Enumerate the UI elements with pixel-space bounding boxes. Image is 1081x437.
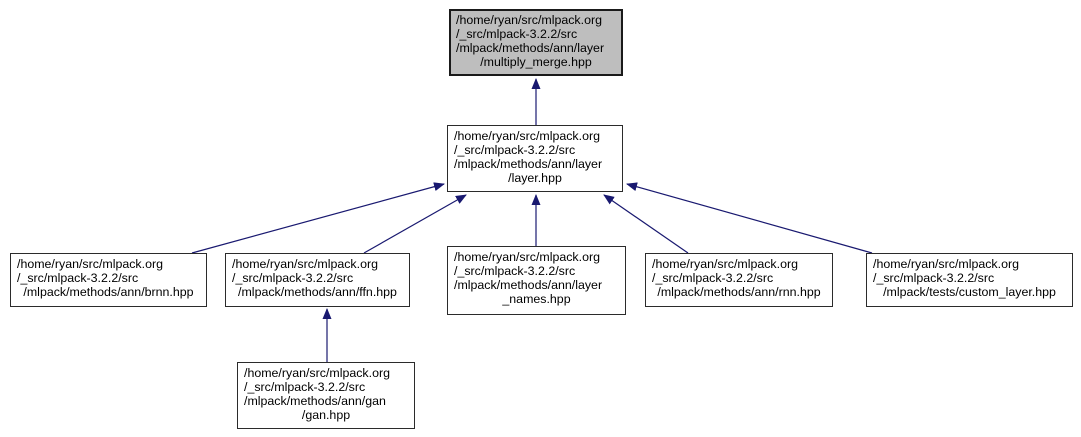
graph-node-gan-hpp[interactable]: /home/ryan/src/mlpack.org /_src/mlpack-3… — [237, 362, 415, 429]
node-path-line: /_src/mlpack-3.2.2/src — [454, 142, 576, 157]
node-path-line: /multiply_merge.hpp — [480, 54, 592, 69]
node-path-line: /layer.hpp — [508, 170, 562, 185]
edge-brnn-to-layer — [191, 182, 445, 254]
node-path-line: /mlpack/tests/custom_layer.hpp — [883, 284, 1056, 299]
node-path-line: /home/ryan/src/mlpack.org — [873, 257, 1019, 271]
graph-node-ffn-hpp[interactable]: /home/ryan/src/mlpack.org /_src/mlpack-3… — [225, 253, 410, 307]
edge-rnn-to-layer — [603, 194, 689, 254]
node-path-line: /gan.hpp — [301, 407, 351, 422]
node-path-line: /home/ryan/src/mlpack.org — [456, 13, 602, 27]
node-path-line: /_src/mlpack-3.2.2/src — [456, 26, 578, 41]
node-path-line: /mlpack/methods/ann/gan — [244, 393, 386, 408]
edge-custom-layer-to-layer — [626, 182, 873, 254]
node-path-line: /_src/mlpack-3.2.2/src — [873, 270, 995, 285]
graph-node-brnn-hpp[interactable]: /home/ryan/src/mlpack.org /_src/mlpack-3… — [10, 253, 207, 307]
node-path-line: _names.hpp — [502, 291, 571, 306]
node-path-line: /home/ryan/src/mlpack.org — [244, 366, 390, 380]
node-path-line: /_src/mlpack-3.2.2/src — [244, 379, 366, 394]
graph-node-layer-hpp[interactable]: /home/ryan/src/mlpack.org /_src/mlpack-3… — [447, 125, 623, 192]
node-path-line: /_src/mlpack-3.2.2/src — [17, 270, 139, 285]
node-path-line: /_src/mlpack-3.2.2/src — [652, 270, 774, 285]
node-path-line: /home/ryan/src/mlpack.org — [652, 257, 798, 271]
graph-node-multiply-merge-hpp: /home/ryan/src/mlpack.org /_src/mlpack-3… — [449, 9, 623, 76]
graph-node-custom-layer-hpp[interactable]: /home/ryan/src/mlpack.org /_src/mlpack-3… — [866, 253, 1073, 307]
node-path-line: /mlpack/methods/ann/layer — [454, 277, 603, 292]
node-path-line: /home/ryan/src/mlpack.org — [454, 129, 600, 143]
node-path-line: /_src/mlpack-3.2.2/src — [454, 263, 576, 278]
node-path-line: /home/ryan/src/mlpack.org — [17, 257, 163, 271]
node-path-line: /home/ryan/src/mlpack.org — [454, 250, 600, 264]
node-path-line: /mlpack/methods/ann/layer — [456, 40, 605, 55]
node-path-line: /mlpack/methods/ann/rnn.hpp — [657, 284, 821, 299]
graph-node-rnn-hpp[interactable]: /home/ryan/src/mlpack.org /_src/mlpack-3… — [645, 253, 833, 307]
node-path-line: /mlpack/methods/ann/ffn.hpp — [238, 284, 397, 299]
graph-node-layer-names-hpp[interactable]: /home/ryan/src/mlpack.org /_src/mlpack-3… — [447, 246, 626, 315]
node-path-line: /_src/mlpack-3.2.2/src — [232, 270, 354, 285]
edge-ffn-to-layer — [363, 194, 467, 254]
node-path-line: /home/ryan/src/mlpack.org — [232, 257, 378, 271]
node-path-line: /mlpack/methods/ann/layer — [454, 156, 603, 171]
node-path-line: /mlpack/methods/ann/brnn.hpp — [23, 284, 194, 299]
